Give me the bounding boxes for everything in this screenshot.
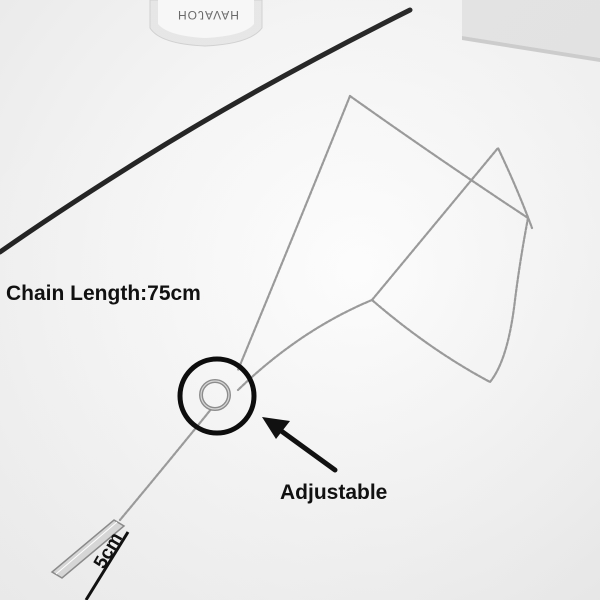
chain-length-label: Chain Length:75cm — [6, 282, 201, 305]
bottle-print-text: HOJAVAH — [178, 8, 240, 22]
bar-length-bracket — [84, 531, 130, 600]
arrow-icon — [262, 417, 338, 473]
adjustable-marker-circle — [177, 356, 257, 436]
adjustable-label: Adjustable — [280, 481, 388, 504]
necklace-chain — [118, 94, 534, 522]
bar-pendant — [50, 519, 126, 579]
